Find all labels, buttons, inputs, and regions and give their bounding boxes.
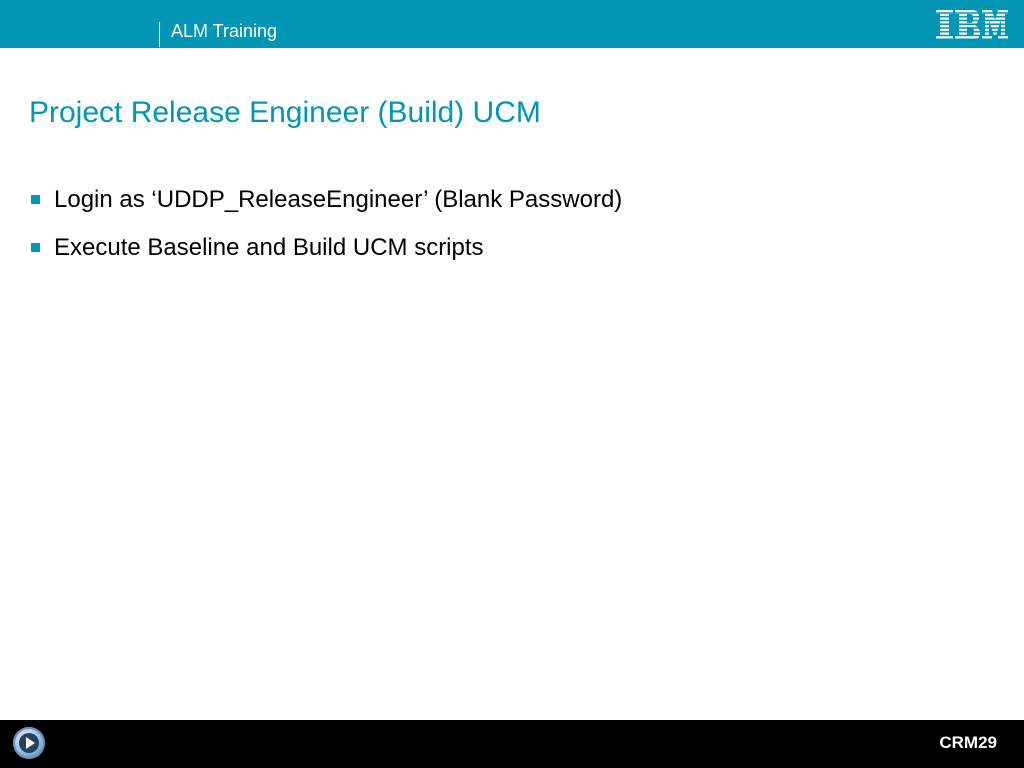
slide-title: Project Release Engineer (Build) UCM xyxy=(29,96,541,129)
ibm-logo xyxy=(936,10,1008,40)
header-bar: ALM Training xyxy=(0,0,1024,48)
square-bullet-icon xyxy=(31,195,40,204)
bullet-text: Login as ‘UDDP_ReleaseEngineer’ (Blank P… xyxy=(54,186,623,213)
slide-code: CRM29 xyxy=(939,733,997,752)
bullet-text: Execute Baseline and Build UCM scripts xyxy=(54,234,484,261)
header-title: ALM Training xyxy=(171,21,278,41)
square-bullet-icon xyxy=(31,243,40,252)
play-icon xyxy=(19,733,39,753)
footer-bar xyxy=(0,720,1024,768)
header-divider xyxy=(159,22,160,47)
play-button[interactable] xyxy=(13,727,45,759)
